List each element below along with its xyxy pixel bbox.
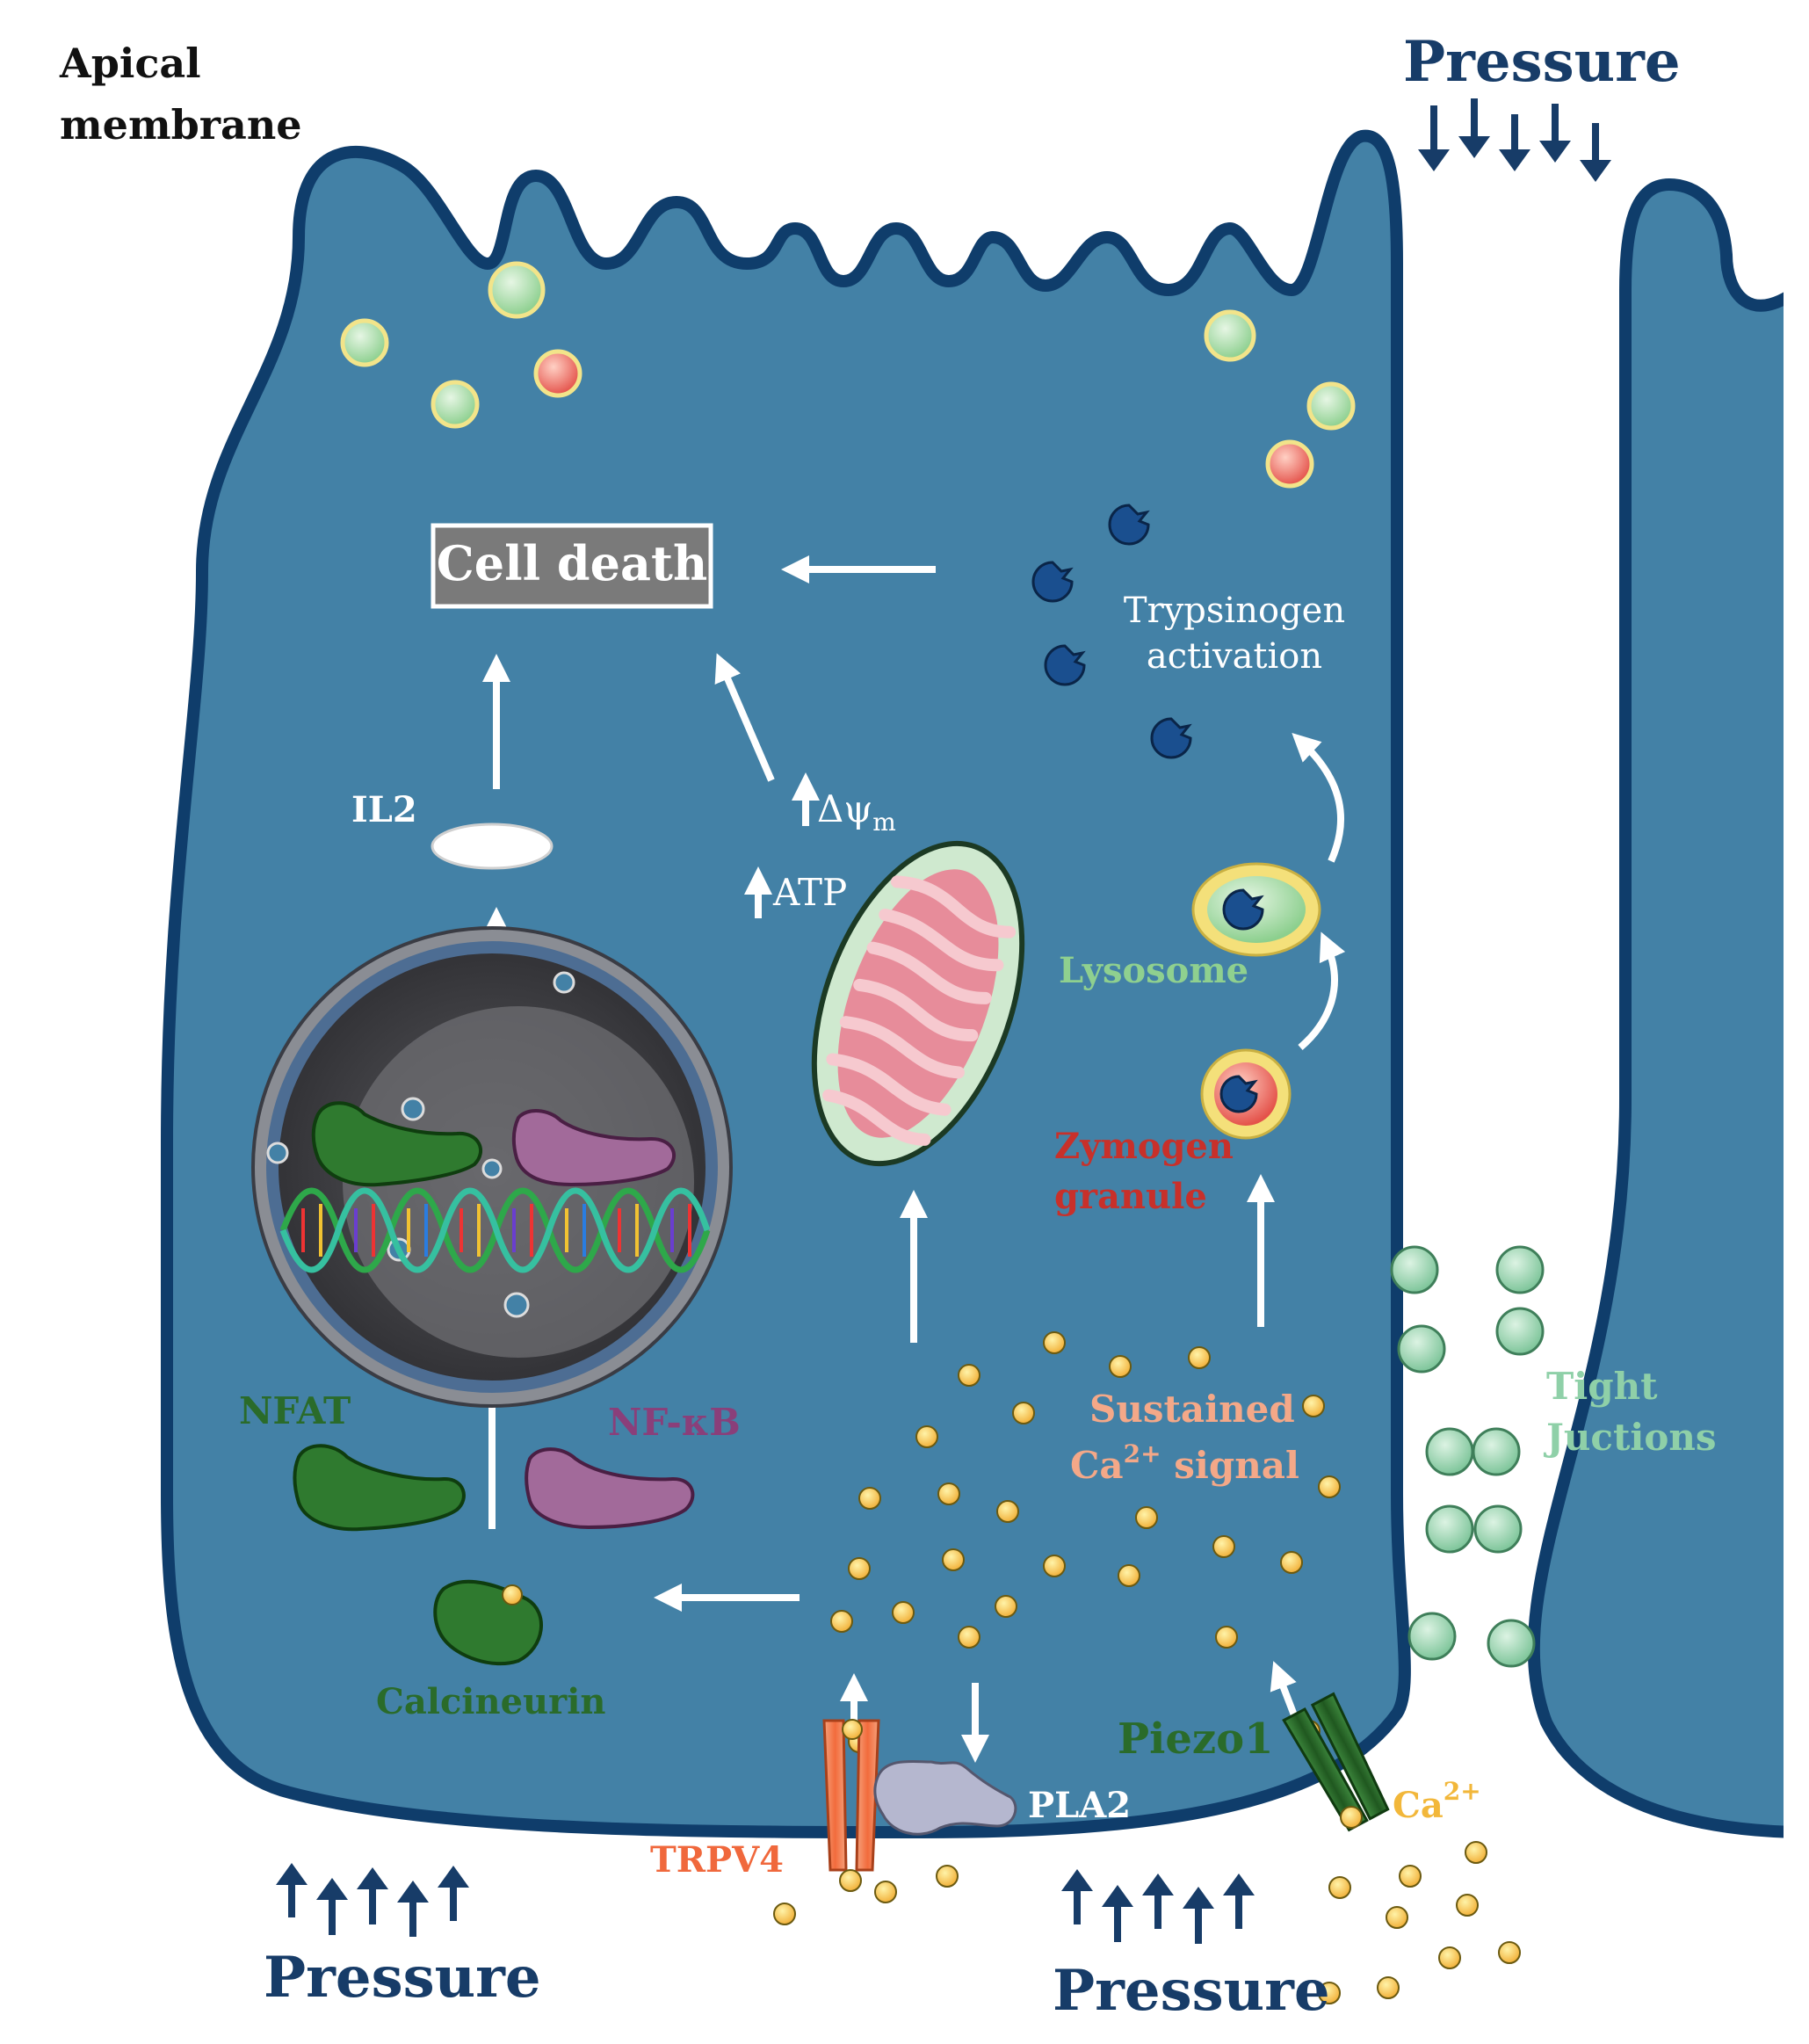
apical-membrane-label-1: Apical — [59, 40, 201, 87]
lysosome-label: Lysosome — [1059, 950, 1248, 991]
pla2-label: PLA2 — [1028, 1785, 1131, 1826]
lysosome — [1191, 862, 1321, 957]
nfat-label: NFAT — [239, 1389, 351, 1432]
tight-junctions-label-1: Tight — [1546, 1365, 1658, 1408]
nfkb-protein — [525, 1447, 695, 1530]
zymogen-granule — [1200, 1048, 1292, 1140]
pressure-bottom-right-arrows — [1061, 1869, 1255, 1944]
apical-membrane-label-2: membrane — [60, 101, 302, 149]
cell-death-label: Cell death — [437, 535, 707, 591]
pressure-top-arrows — [1418, 98, 1611, 182]
pressure-bottom-left-arrows — [276, 1863, 469, 1937]
pressure-bottom-left-label: Pressure — [264, 1945, 541, 2011]
pressure-bottom-right-label: Pressure — [1053, 1958, 1330, 2024]
pressure-top-label: Pressure — [1403, 29, 1681, 95]
atp-label: ATP — [772, 871, 847, 914]
mitochondrion — [811, 840, 1025, 1167]
pla2-enzyme — [873, 1759, 1017, 1836]
calcineurin-ca — [502, 1584, 523, 1605]
sustained-label-2: Ca2+ signal — [1070, 1439, 1299, 1487]
pathway-arrows — [478, 555, 1346, 1763]
tight-junctions — [1390, 1245, 1545, 1668]
nucleus — [251, 926, 733, 1408]
zymogen-label-2: granule — [1054, 1176, 1207, 1217]
tight-junctions-label-2: Juctions — [1543, 1416, 1717, 1459]
piezo1-ca — [1340, 1806, 1363, 1829]
apical-vesicles — [340, 261, 1356, 489]
calcineurin-label: Calcineurin — [376, 1681, 605, 1722]
nfkb-label: NF-κB — [608, 1401, 741, 1444]
calcium-ions-extracellular — [773, 1841, 1521, 2004]
trpv4-channel — [822, 1719, 880, 1872]
calcium-ions — [830, 1331, 1341, 1753]
cell-death-box — [431, 523, 713, 609]
il2-label: IL2 — [351, 789, 417, 830]
nfat-bound — [311, 1101, 483, 1187]
delta-psi-label: Δψm — [817, 787, 896, 837]
piezo1-channel — [1282, 1692, 1390, 1832]
sustained-label-1: Sustained — [1089, 1388, 1295, 1431]
zymogen-label-1: Zymogen — [1054, 1126, 1234, 1167]
ca-extracellular-label: Ca2+ — [1393, 1777, 1481, 1826]
trpv4-label: TRPV4 — [650, 1839, 784, 1881]
piezo1-label: Piezo1 — [1118, 1714, 1274, 1764]
trypsinogen-label-1: Trypsinogen — [1124, 591, 1345, 631]
neighbour-cell — [1527, 178, 1809, 1839]
nfkb-bound — [511, 1109, 677, 1187]
dna-helix — [279, 1187, 711, 1273]
trypsinogen-label-2: activation — [1147, 636, 1322, 677]
nfat-protein — [293, 1444, 466, 1532]
il2-molecule — [431, 823, 554, 870]
trypsin-molecules — [1031, 504, 1192, 759]
